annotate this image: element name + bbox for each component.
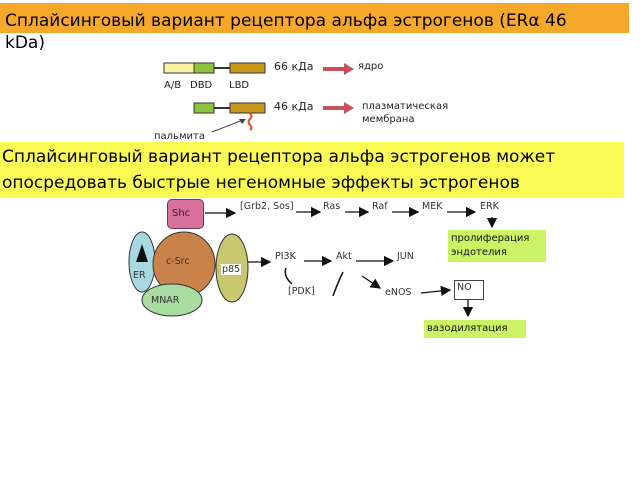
dbd-label: DBD	[190, 80, 213, 91]
er-triangle	[136, 244, 148, 262]
proliferation-box: пролиферация эндотелия	[448, 230, 546, 262]
no-box	[454, 280, 484, 300]
nucleus-label: ядро	[358, 61, 384, 72]
size-66-label: 66 кДа	[274, 60, 314, 73]
pdk-label: [PDK]	[288, 286, 315, 297]
size-46-label: 46 кДа	[274, 100, 314, 113]
csrc-label: c-Src	[166, 256, 190, 267]
enos-label: eNOS	[385, 287, 412, 298]
title-band	[0, 3, 629, 33]
palmitate-label: пальмита	[154, 131, 205, 142]
ras-label: Ras	[323, 201, 341, 212]
jun-label: JUN	[397, 251, 414, 262]
page-title-continuation: kDa)	[5, 33, 45, 53]
mek-label: MEK	[422, 201, 443, 212]
mnar-shape	[141, 283, 203, 317]
erk-label: ERK	[480, 201, 499, 212]
lbd-label: LBD	[229, 80, 250, 91]
raf-label: Raf	[372, 201, 388, 212]
lbd-domain-66	[229, 62, 266, 74]
er-label: ER	[133, 270, 146, 281]
vasodilation-box: вазодилятация	[424, 320, 526, 338]
akt-label: Akt	[336, 251, 352, 262]
lbd-domain-46	[229, 102, 266, 114]
membrane-label: плазматическая мембрана	[362, 101, 449, 125]
arrow-to-membrane	[323, 102, 354, 114]
page-title: Сплайсинговый вариант рецептора альфа эс…	[5, 11, 567, 31]
p85-label: p85	[221, 264, 242, 275]
subtitle-band	[0, 142, 624, 198]
subtitle: Сплайсинговый вариант рецептора альфа эс…	[2, 147, 556, 193]
arrow-to-nucleus	[323, 63, 354, 75]
pi3k-label: PI3K	[275, 251, 296, 262]
mnar-label: MNAR	[151, 295, 180, 306]
shc-box	[167, 199, 204, 229]
grb2-sos-label: [Grb2, Sos]	[240, 201, 294, 212]
no-label: NO	[457, 282, 472, 293]
shc-label: Shc	[172, 208, 191, 219]
palmitate-pointer	[211, 119, 244, 133]
palmitate-squiggle	[247, 112, 253, 131]
ab-label: A/B	[164, 80, 182, 91]
